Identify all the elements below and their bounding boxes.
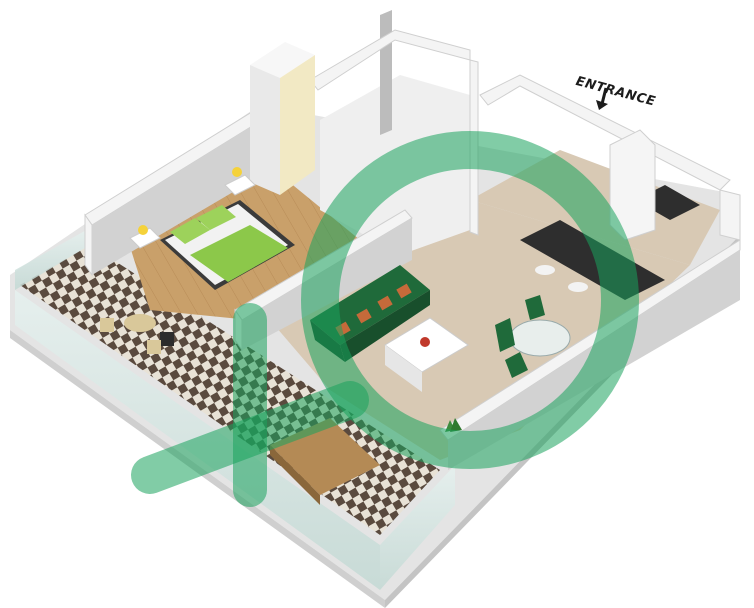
bed	[160, 200, 295, 290]
plant	[445, 418, 462, 432]
brand-logo-watermark	[131, 131, 639, 507]
coffee-table	[384, 317, 469, 392]
balcony-bistro-set	[100, 314, 174, 354]
bedside-lamps	[129, 167, 256, 249]
dining-set	[495, 295, 571, 378]
arrow-down-icon	[596, 87, 608, 110]
wardrobe	[250, 42, 315, 195]
